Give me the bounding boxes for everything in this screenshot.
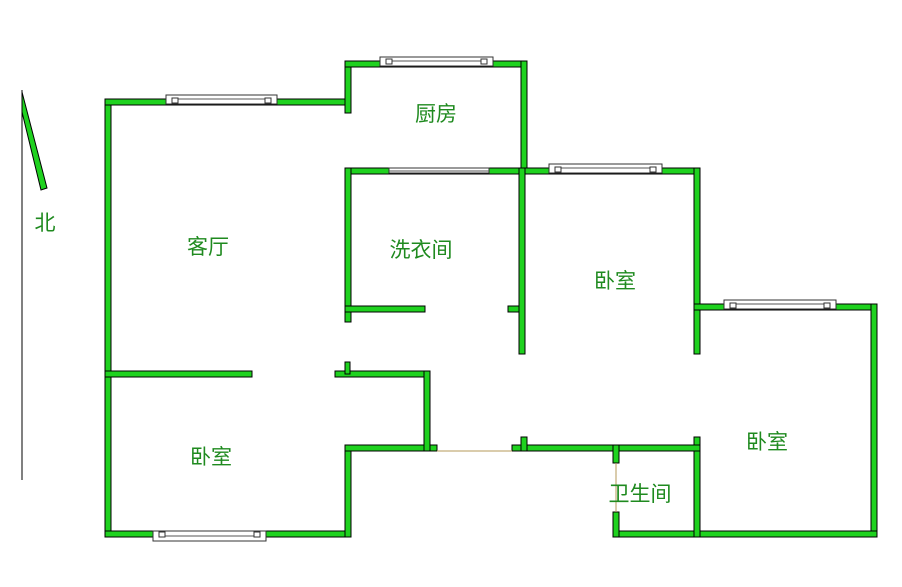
north-arrow-icon xyxy=(21,90,48,480)
wall-corridor-bottom-right xyxy=(511,444,701,452)
wall-bath-left-bottom xyxy=(612,511,620,538)
wall-left-bedroom-right xyxy=(344,444,352,538)
room-label-living-room: 客厅 xyxy=(187,235,229,259)
window-bedroom-left xyxy=(152,530,267,542)
room-label-kitchen: 厨房 xyxy=(415,102,457,126)
wall-bath-left-top xyxy=(612,444,620,464)
wall-left xyxy=(104,98,112,538)
room-label-bedroom-center: 卧室 xyxy=(594,269,636,293)
wall-bath-bedroom xyxy=(693,436,701,538)
compass-label: 北 xyxy=(35,211,56,235)
wall-laundry-left xyxy=(344,167,352,323)
room-label-laundry: 洗衣间 xyxy=(390,238,453,262)
wall-bedroom-right-outer xyxy=(870,303,878,538)
room-label-bedroom-right: 卧室 xyxy=(746,430,788,454)
window-bedroom-right xyxy=(723,299,837,310)
wall-stub-a xyxy=(344,361,351,375)
wall-corridor-post xyxy=(423,370,431,452)
wall-bottom-right xyxy=(612,530,878,538)
wall-bedroom-center-right xyxy=(693,167,701,355)
wall-corridor-bottom-left xyxy=(344,444,438,452)
room-label-bathroom: 卫生间 xyxy=(609,482,672,506)
window-bedroom-center xyxy=(548,163,663,174)
window-laundry xyxy=(388,167,490,174)
wall-kitchen-right xyxy=(520,60,528,175)
wall-laundry-right xyxy=(518,167,526,355)
wall-kitchen-left xyxy=(344,60,352,114)
room-label-bedroom-left: 卧室 xyxy=(190,445,232,469)
wall-stub-b xyxy=(520,436,528,452)
wall-laundry-bottom-left xyxy=(344,305,426,313)
north-arrow-head xyxy=(21,91,48,191)
window-kitchen xyxy=(379,56,494,67)
wall-living-bedroom xyxy=(104,370,253,378)
window-living-room xyxy=(165,94,278,105)
